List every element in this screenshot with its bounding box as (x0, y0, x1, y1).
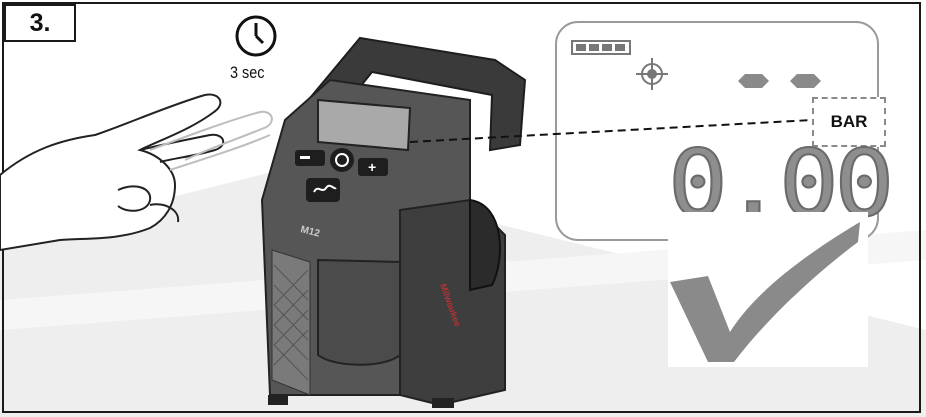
checkmark-icon (668, 212, 868, 367)
checkmark-panel (668, 212, 868, 367)
unit-label: BAR (831, 112, 868, 132)
